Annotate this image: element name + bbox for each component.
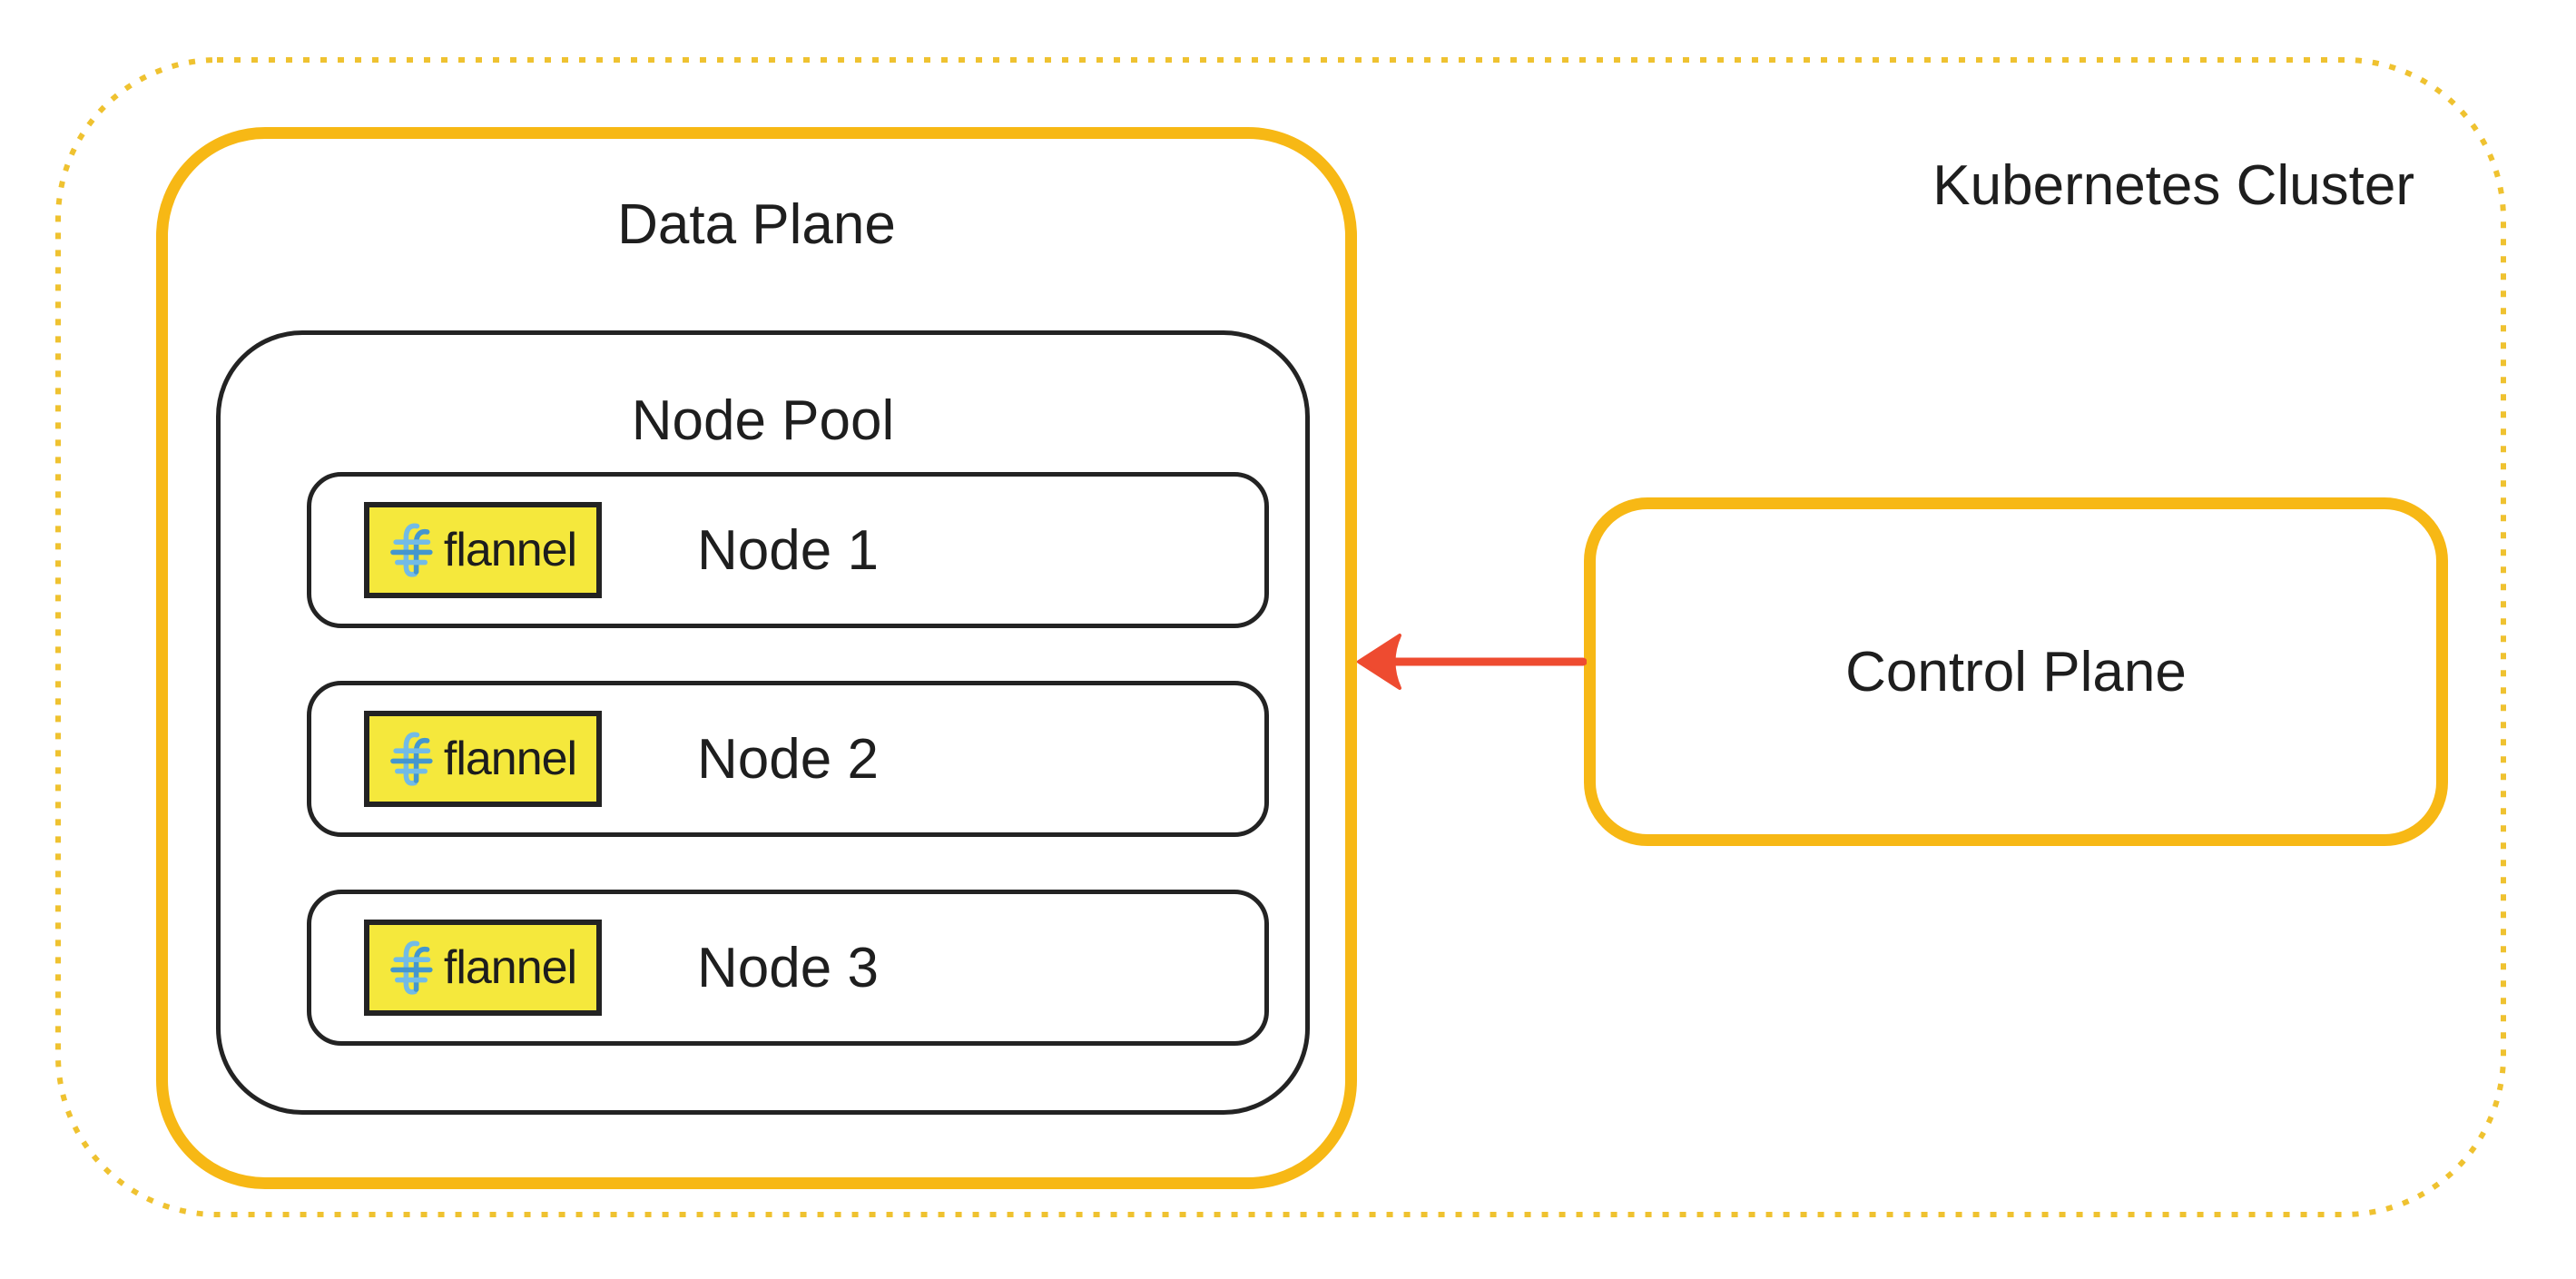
flannel-logo-icon	[390, 732, 433, 786]
flannel-wordmark: flannel	[443, 941, 577, 994]
node-row: Node 2 flannel	[307, 681, 1269, 837]
node-label: Node 3	[697, 936, 879, 999]
flannel-badge: flannel	[364, 711, 602, 807]
control-plane-label: Control Plane	[1845, 640, 2187, 703]
flannel-badge: flannel	[364, 502, 602, 598]
node-label: Node 2	[697, 727, 879, 791]
flannel-logo-icon	[390, 523, 433, 577]
flannel-logo-icon	[390, 940, 433, 995]
data-plane-label: Data Plane	[617, 193, 896, 256]
flannel-wordmark: flannel	[443, 524, 577, 576]
node-row: Node 1 flannel	[307, 472, 1269, 628]
node-label: Node 1	[697, 518, 879, 582]
node-pool-label: Node Pool	[631, 389, 895, 452]
flannel-wordmark: flannel	[443, 733, 577, 785]
control-to-data-arrow-icon	[1357, 634, 1587, 690]
kubernetes-cluster-label: Kubernetes Cluster	[1932, 154, 2414, 217]
control-plane-box: Control Plane	[1584, 497, 2448, 846]
node-row: Node 3 flannel	[307, 890, 1269, 1046]
flannel-badge: flannel	[364, 920, 602, 1016]
